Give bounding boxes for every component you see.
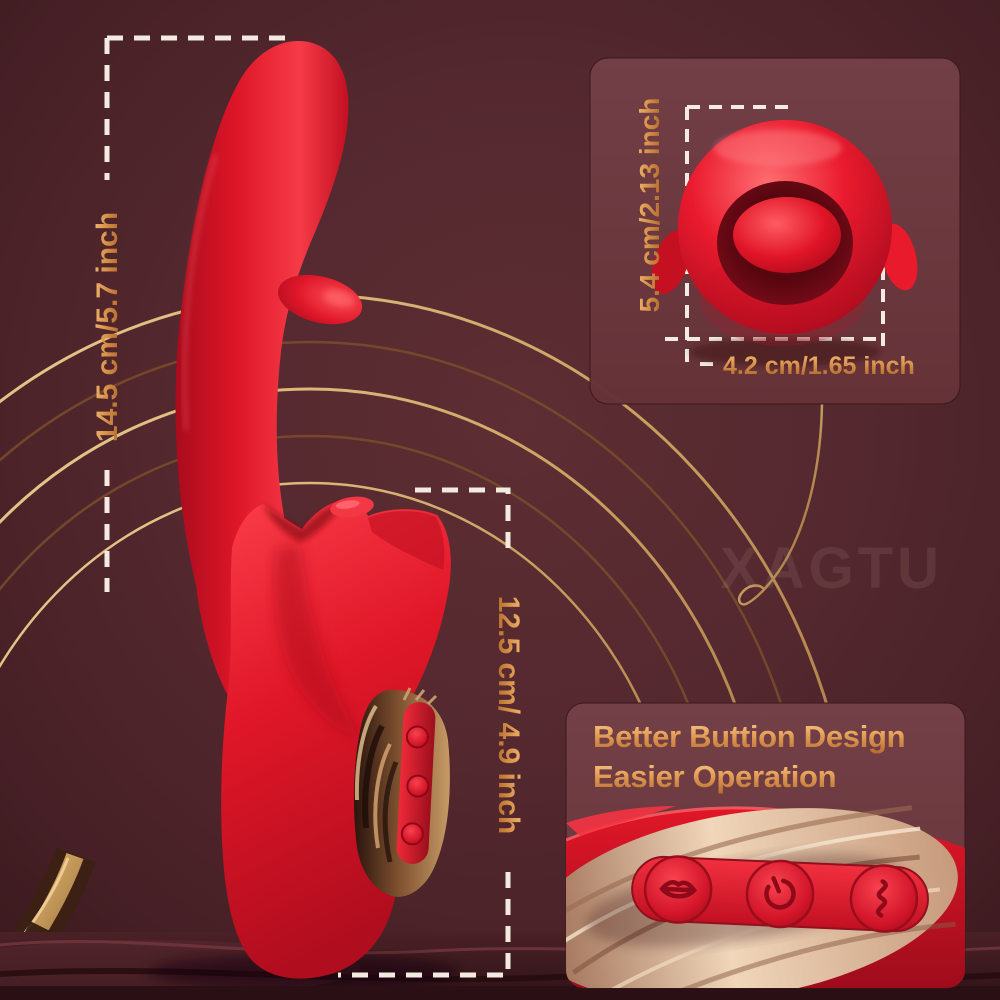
inset-width-label: 4.2 cm/1.65 inch — [723, 352, 915, 380]
small-button-top — [405, 725, 429, 749]
panel-title-line2: Easier Operation — [593, 759, 836, 794]
tongue-tip — [330, 496, 374, 518]
dim-mid-label: 12.5 cm/ 4.9 inch — [492, 596, 525, 834]
product-shaft — [175, 40, 349, 760]
small-button-bottom — [400, 822, 424, 846]
dim-mid-bottom-bracket — [338, 872, 511, 978]
dim-mid-top-bracket — [415, 487, 511, 558]
power-button — [745, 859, 815, 929]
wave-button — [849, 864, 919, 933]
inset-height-label: 5.4 cm/2.13 inch — [634, 98, 665, 313]
control-strip — [396, 702, 436, 864]
inset-panel-buttons: Better Buttion Design Easier Operation — [565, 702, 966, 989]
dim-left-label: 14.5 cm/5.7 inch — [91, 212, 124, 442]
body-shading — [274, 545, 362, 740]
petal-inner-face — [368, 511, 445, 570]
panel-title-line1: Better Buttion Design — [593, 719, 905, 754]
wave-icon — [876, 879, 888, 918]
inset-panel-head: 5.4 cm/2.13 inch 4.2 cm/1.65 inch — [589, 57, 961, 405]
product-vibrator — [175, 40, 451, 979]
product-ear-nub — [277, 274, 363, 325]
button-pill — [631, 855, 929, 933]
shell-button-plate — [354, 687, 450, 897]
dimension-left — [104, 35, 288, 592]
small-button-middle — [406, 774, 430, 798]
lips-icon — [659, 880, 698, 899]
lips-button — [643, 855, 713, 924]
mouth-opening-shadow — [263, 500, 347, 542]
brand-watermark: XAGTU — [720, 536, 943, 601]
head-closeup — [651, 120, 918, 366]
gold-cord — [737, 403, 824, 606]
power-icon — [764, 876, 796, 910]
dimension-middle — [338, 487, 511, 978]
